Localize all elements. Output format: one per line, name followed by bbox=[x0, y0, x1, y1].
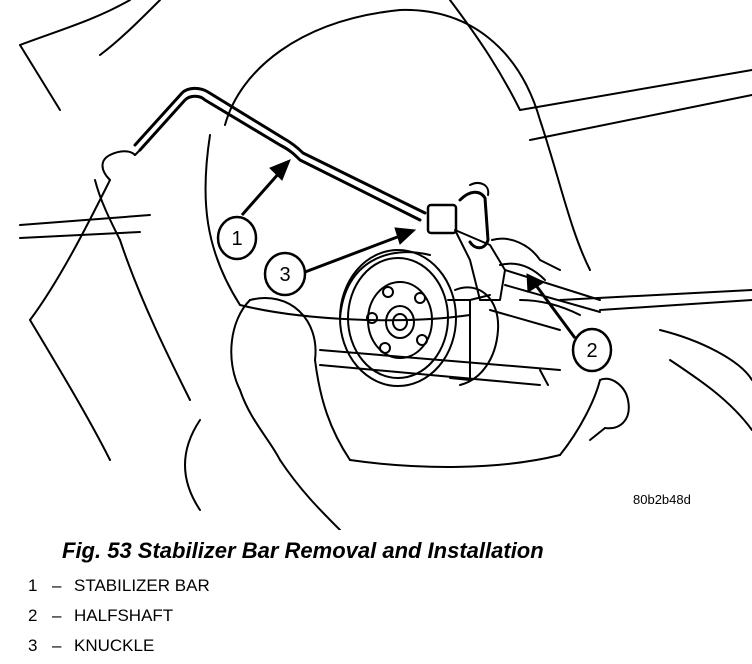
figure-code: 80b2b48d bbox=[633, 492, 691, 507]
vehicle-body bbox=[19, 0, 752, 431]
svg-text:2: 2 bbox=[586, 340, 597, 362]
stabilizer-bar bbox=[133, 86, 490, 250]
brake-rotor bbox=[339, 249, 457, 387]
legend-item: 1–STABILIZER BAR bbox=[28, 572, 210, 602]
callout-2: 2 bbox=[571, 327, 613, 373]
legend-label: STABILIZER BAR bbox=[74, 576, 210, 595]
svg-text:1: 1 bbox=[231, 228, 242, 250]
halfshaft bbox=[489, 269, 601, 331]
knuckle bbox=[454, 182, 561, 301]
left-arm bbox=[29, 149, 191, 461]
lower-frame bbox=[319, 349, 561, 386]
figure-caption: Fig. 53 Stabilizer Bar Removal and Insta… bbox=[62, 538, 544, 563]
right-arm bbox=[559, 377, 630, 456]
svg-text:3: 3 bbox=[279, 264, 290, 286]
wheel-well bbox=[204, 8, 591, 322]
legend-label: KNUCKLE bbox=[74, 636, 155, 655]
legend-label: HALFSHAFT bbox=[74, 606, 174, 625]
legend-item: 2–HALFSHAFT bbox=[28, 602, 210, 632]
stabilizer-bar-illustration: 1 3 2 bbox=[19, 0, 752, 530]
legend-dash: – bbox=[52, 636, 62, 655]
legend-number: 2 bbox=[28, 606, 38, 625]
legend-dash: – bbox=[52, 606, 62, 625]
callout-3: 3 bbox=[263, 251, 307, 297]
legend: 1–STABILIZER BAR 2–HALFSHAFT 3–KNUCKLE bbox=[28, 572, 210, 662]
callout-1: 1 bbox=[216, 215, 258, 261]
legend-item: 3–KNUCKLE bbox=[28, 632, 210, 662]
brake-caliper bbox=[447, 286, 500, 386]
legend-number: 1 bbox=[28, 576, 38, 595]
mechanic bbox=[184, 297, 561, 530]
callout-arrows bbox=[240, 159, 577, 339]
legend-dash: – bbox=[52, 576, 62, 595]
legend-number: 3 bbox=[28, 636, 38, 655]
